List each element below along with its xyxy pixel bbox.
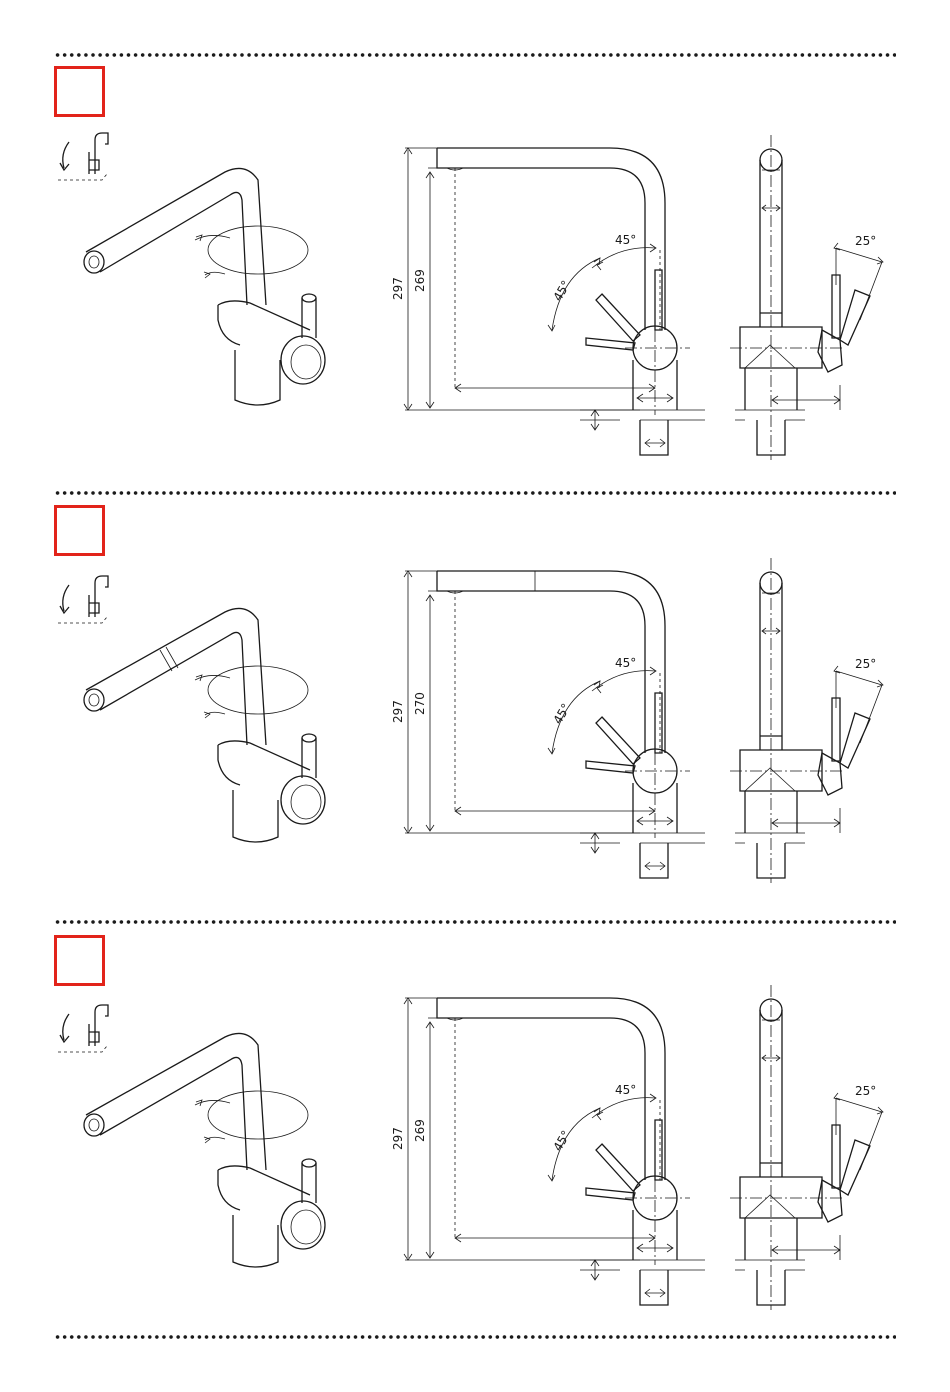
dimension-label: 297 — [391, 1127, 405, 1150]
installation-icon — [58, 576, 108, 623]
technical-drawing: 45° 45° 297 269 25° — [0, 852, 950, 1322]
faucet-perspective — [84, 608, 325, 842]
dimension-label: 297 — [391, 700, 405, 723]
installation-icon — [58, 133, 108, 180]
drawing-panel-1: 45° 45° 297 269 25° — [0, 0, 950, 430]
angle-label: 25° — [855, 657, 876, 671]
faucet-side-view: 45° 45° 297 270 — [391, 571, 705, 878]
angle-label: 45° — [615, 656, 636, 670]
faucet-front-view: 25° — [730, 135, 883, 460]
drawing-panel-2: 45° 45° 297 270 25° — [0, 425, 950, 855]
faucet-front-view: 25° — [730, 985, 883, 1310]
angle-label: 45° — [615, 1083, 636, 1097]
dotted-separator — [54, 1335, 896, 1339]
faucet-side-view: 45° 45° 297 269 — [391, 148, 705, 455]
dimension-label: 270 — [413, 692, 427, 715]
angle-label: 25° — [855, 1084, 876, 1098]
drawing-panel-3: 45° 45° 297 269 25° — [0, 852, 950, 1282]
faucet-front-view: 25° — [730, 558, 883, 883]
dimension-label: 269 — [413, 269, 427, 292]
dimension-label: 297 — [391, 277, 405, 300]
angle-label: 45° — [615, 233, 636, 247]
faucet-perspective — [84, 1033, 325, 1267]
installation-icon — [58, 1005, 108, 1052]
technical-drawing: 45° 45° 297 270 25° — [0, 425, 950, 895]
angle-label: 25° — [855, 234, 876, 248]
faucet-side-view: 45° 45° 297 269 — [391, 998, 705, 1305]
dimension-label: 269 — [413, 1119, 427, 1142]
technical-drawing: 45° 45° 297 269 25° — [0, 0, 950, 470]
faucet-perspective — [84, 168, 325, 405]
